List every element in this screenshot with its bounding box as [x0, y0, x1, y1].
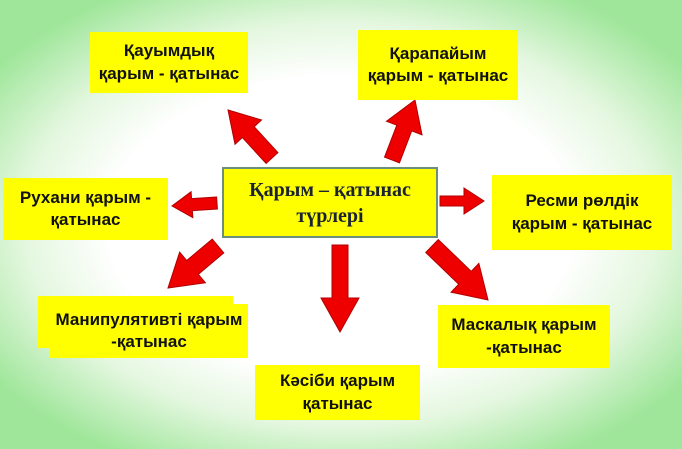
center-label: Қарым – қатынас түрлері: [249, 178, 411, 227]
arrow-icon: [320, 244, 360, 334]
arrow-icon: [383, 99, 423, 164]
node-bottom-right: Маскалық қарым -қатынас: [438, 305, 610, 368]
node-right: Ресми рөлдік қарым - қатынас: [492, 175, 672, 250]
arrow-icon: [227, 109, 279, 165]
node-label: Кәсіби қарым қатынас: [279, 371, 396, 413]
node-label: Қауымдық қарым - қатынас: [98, 41, 240, 83]
node-label: Ресми рөлдік қарым - қатынас: [511, 191, 653, 233]
node-top-right: Қарапайым қарым - қатынас: [358, 30, 518, 100]
node-label: Рухани қарым - қатынас: [19, 187, 152, 229]
arrow-icon: [439, 187, 485, 215]
node-bottom-left: Манипулятивті қарым -қатынас: [50, 304, 248, 358]
node-left: Рухани қарым - қатынас: [3, 178, 168, 240]
node-label: Маскалық қарым -қатынас: [451, 315, 597, 357]
arrow-icon: [425, 238, 489, 301]
arrow-icon: [167, 238, 225, 289]
node-bottom: Кәсіби қарым қатынас: [255, 365, 420, 420]
node-top-left: Қауымдық қарым - қатынас: [90, 32, 248, 93]
arrow-icon: [171, 190, 218, 219]
node-label: Қарапайым қарым - қатынас: [367, 43, 509, 85]
center-node: Қарым – қатынас түрлері: [222, 167, 438, 238]
node-label: Манипулятивті қарым -қатынас: [55, 309, 243, 351]
